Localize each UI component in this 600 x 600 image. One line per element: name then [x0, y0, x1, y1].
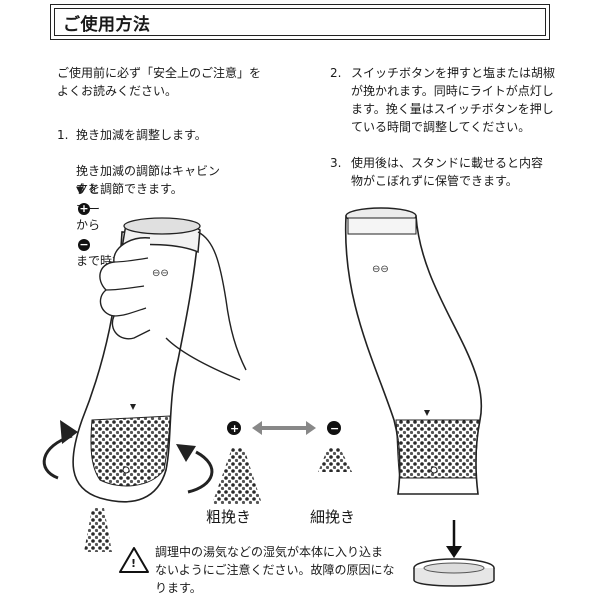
header-inner-border: [54, 8, 546, 36]
warning-exclamation: !: [131, 557, 137, 570]
step1-line3a: クを: [76, 182, 101, 196]
left-grinder-illustration: ⊖⊖: [42, 217, 247, 552]
warning-triangle-icon: [119, 547, 149, 573]
svg-text:+: +: [230, 422, 239, 435]
page-title: ご使用方法: [63, 15, 151, 35]
svg-text:⊖⊖: ⊖⊖: [152, 268, 169, 279]
step1-line2a: 挽き加減の調節はキャビン: [76, 164, 221, 178]
plus-circle-icon: +: [78, 202, 90, 215]
step2-text: スイッチボタンを押すと塩または胡椒 が挽かれます。同時にライトが点灯し ます。挽…: [351, 66, 556, 134]
fine-label: 細挽き: [310, 508, 356, 526]
step1-line1: 挽き加減を調整します。: [76, 128, 207, 142]
step3-number: 3.: [330, 156, 342, 170]
step1-number: 1.: [57, 128, 69, 142]
step2-number: 2.: [330, 66, 342, 80]
section-header: ご使用方法: [50, 4, 550, 40]
svg-text:⊖⊖: ⊖⊖: [372, 264, 389, 275]
step1-line4: すと調節できます。: [76, 182, 183, 196]
warning-text: 調理中の湯気などの湿気が本体に入り込ま ないようにご注意ください。故障の原因にな…: [155, 545, 395, 595]
svg-text:−: −: [330, 422, 339, 435]
step1-line3b: から: [76, 218, 101, 232]
coarse-label: 粗挽き: [206, 508, 252, 526]
step3-text: 使用後は、スタンドに載せると内容 物がこぼれずに保管できます。: [351, 156, 544, 188]
grind-adjust-diagram: + −: [212, 421, 352, 504]
triangle-mark-icon: ▼: [76, 185, 84, 196]
minus-circle-icon: −: [78, 238, 90, 251]
intro-text: ご使用前に必ず「安全上のご注意」を よくお読みください。: [57, 66, 262, 98]
right-grinder-illustration: ⊖⊖: [344, 207, 495, 587]
